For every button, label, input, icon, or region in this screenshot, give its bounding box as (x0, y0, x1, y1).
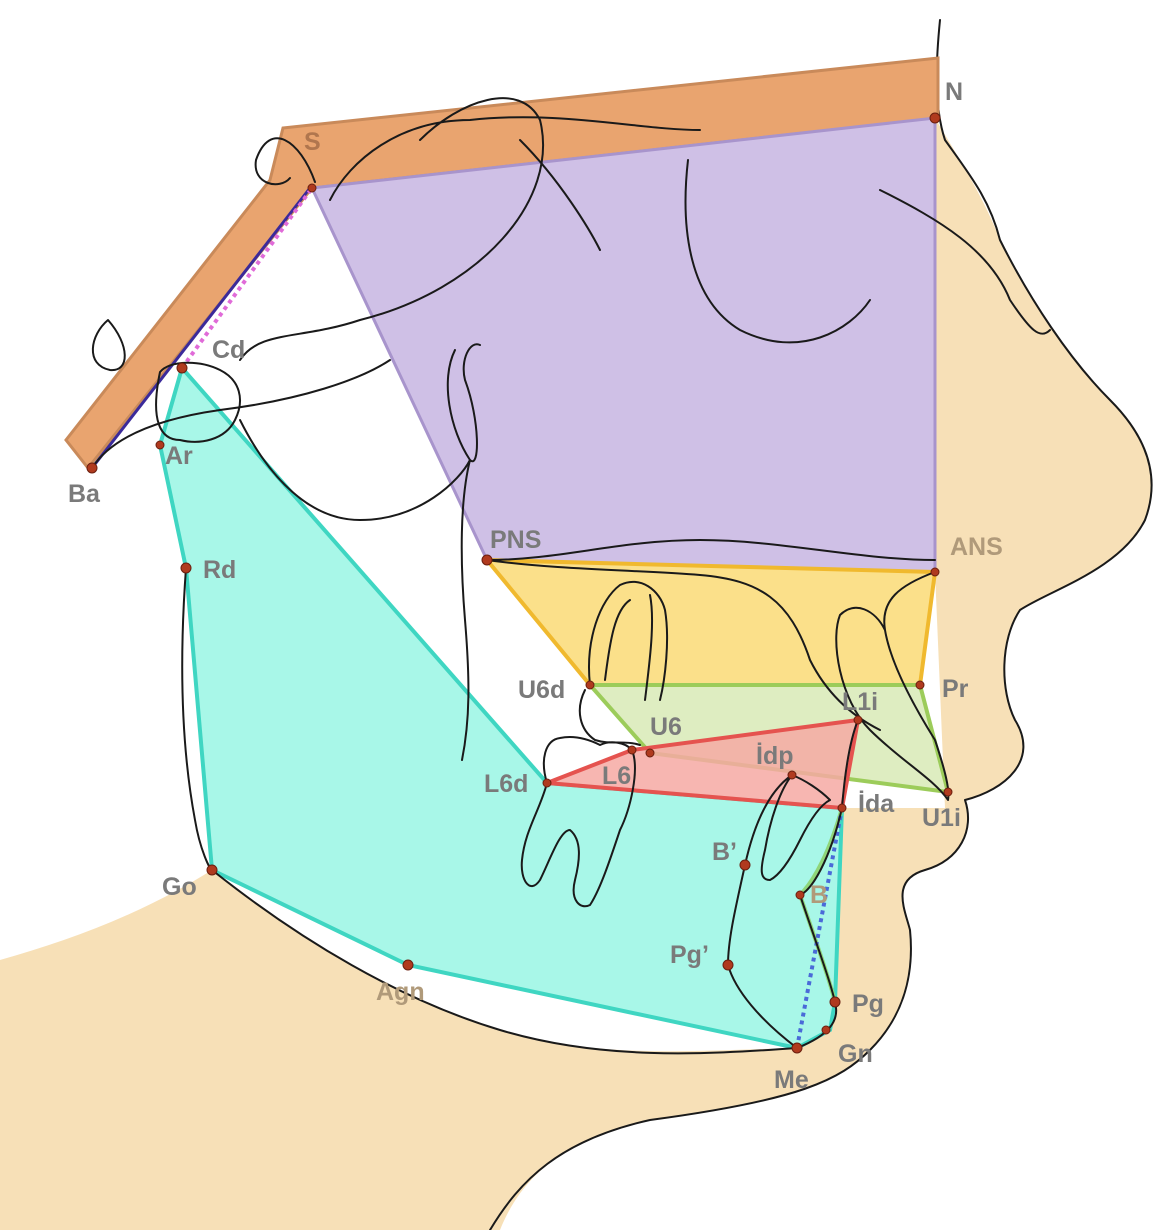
label-pr: Pr (942, 675, 969, 703)
label-rd: Rd (203, 556, 236, 584)
ear-outline (93, 320, 125, 370)
point-ba (87, 463, 97, 473)
label-ar: Ar (165, 442, 193, 470)
label-u6: U6 (650, 713, 682, 741)
point-l1i (854, 716, 862, 724)
point-u1i (944, 788, 952, 796)
label-me: Me (774, 1066, 809, 1094)
label-l6: L6 (602, 762, 631, 790)
label-b: B (810, 881, 828, 909)
point-pgprime (723, 960, 733, 970)
label-go: Go (162, 873, 197, 901)
label-cd: Cd (212, 336, 245, 364)
point-pns (482, 555, 492, 565)
point-u6d (586, 681, 594, 689)
label-u1i: U1i (922, 804, 961, 832)
point-me (792, 1043, 802, 1053)
point-l6d (543, 779, 551, 787)
point-gn (822, 1026, 830, 1034)
point-ar (156, 441, 164, 449)
label-pgprime: Pg’ (670, 941, 709, 969)
point-pg (830, 997, 840, 1007)
label-ida: İda (858, 790, 895, 818)
label-pg: Pg (852, 990, 884, 1018)
label-bprime: B’ (712, 838, 737, 866)
point-n (930, 113, 940, 123)
point-bprime (740, 860, 750, 870)
label-ans: ANS (950, 533, 1003, 561)
point-cd (177, 363, 187, 373)
point-s (308, 184, 316, 192)
point-ans (931, 568, 939, 576)
label-agn: Agn (376, 978, 425, 1006)
point-b (796, 891, 804, 899)
point-pr (916, 681, 924, 689)
point-go (207, 865, 217, 875)
label-ba: Ba (68, 480, 101, 508)
label-s: S (304, 128, 321, 156)
upper-face-polygon (312, 118, 935, 572)
label-idp: İdp (756, 742, 794, 770)
point-l6 (628, 746, 636, 754)
point-ida (838, 804, 846, 812)
point-idp (788, 771, 796, 779)
point-rd (181, 563, 191, 573)
label-n: N (945, 78, 963, 106)
point-agn (403, 960, 413, 970)
label-pns: PNS (490, 526, 541, 554)
label-l1i: L1i (842, 688, 878, 716)
label-u6d: U6d (518, 676, 565, 704)
point-u6 (646, 749, 654, 757)
label-l6d: L6d (484, 770, 528, 798)
maxilla-polygon (487, 560, 935, 685)
label-gn: Gn (838, 1040, 873, 1068)
